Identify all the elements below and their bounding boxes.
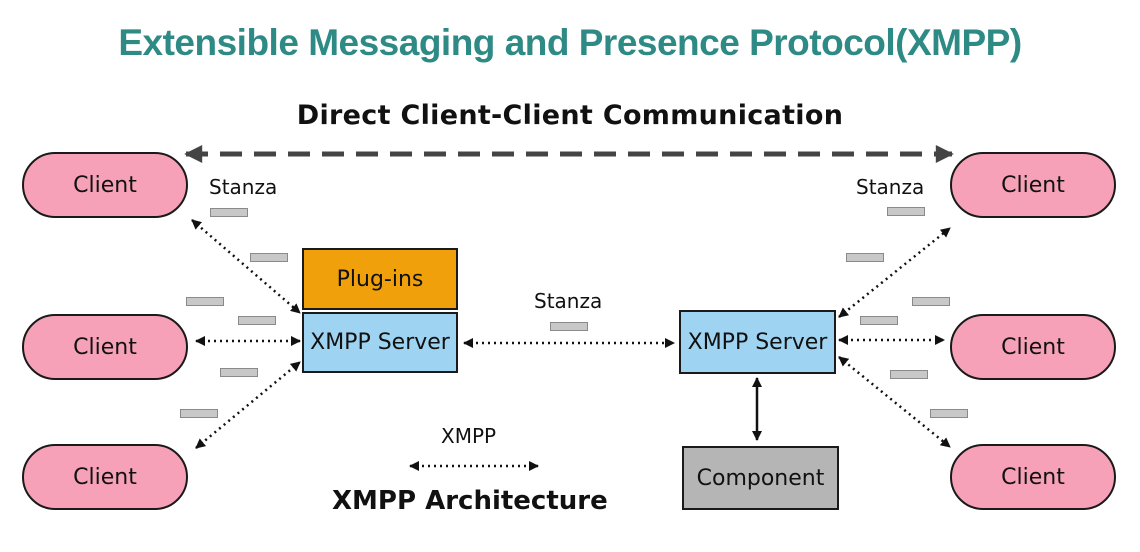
stanza-chip [930,409,968,418]
link-client-left-bottom [195,361,301,449]
client-left-top: Client [22,152,188,218]
stanza-chip [180,409,218,418]
plugins-box: Plug-ins [302,248,458,310]
client-label: Client [1001,172,1065,198]
client-label: Client [73,172,137,198]
stanza-chip [890,370,928,379]
stanza-chip [210,208,248,217]
client-left-bottom: Client [22,444,188,510]
diagram-caption: XMPP Architecture [332,486,608,516]
stanza-chip [887,207,925,216]
stanza-chip [238,316,276,325]
client-label: Client [73,464,137,490]
client-label: Client [73,334,137,360]
server-label: XMPP Server [687,329,828,355]
diagram-title: Extensible Messaging and Presence Protoc… [118,22,1022,63]
client-right-middle: Client [950,314,1116,380]
server-label: XMPP Server [310,330,450,355]
legend-label: XMPP [441,424,497,448]
xmpp-server-left: XMPP Server [302,312,458,373]
client-right-bottom: Client [950,444,1116,510]
component-label: Component [696,465,825,491]
stanza-chip [250,253,288,262]
stanza-label-left: Stanza [209,175,278,199]
client-label: Client [1001,464,1065,490]
client-left-middle: Client [22,314,188,380]
stanza-chip [550,322,588,331]
client-right-top: Client [950,152,1116,218]
client-label: Client [1001,334,1065,360]
stanza-label-center: Stanza [534,289,603,313]
direct-communication-label: Direct Client-Client Communication [296,100,844,131]
stanza-chip [846,253,884,262]
stanza-chip [912,297,950,306]
stanza-label-right: Stanza [856,175,925,199]
stanza-chip [220,368,258,377]
component-box: Component [682,446,839,510]
plugins-label: Plug-ins [336,266,424,292]
stanza-chip [860,316,898,325]
xmpp-server-right: XMPP Server [679,310,836,374]
stanza-chip [186,297,224,306]
